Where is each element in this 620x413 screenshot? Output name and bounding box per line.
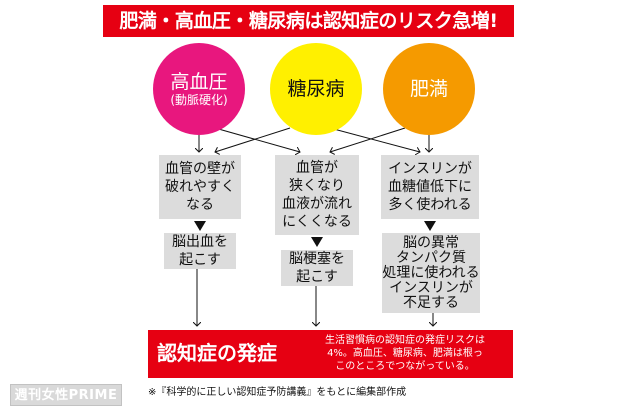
effect-insulin-use: インスリンが 血糖値低下に 多く使われる	[381, 155, 479, 219]
cause-label: 肥満	[409, 78, 448, 100]
effect-line: 血管の壁が	[165, 161, 235, 177]
outcome-line: 不足する	[403, 294, 459, 311]
arrow-diabetes-vessel-wall	[215, 127, 291, 152]
outcome-line: タンパク質	[396, 249, 466, 266]
effect-line: 血糖値低下に	[388, 179, 472, 195]
cause-label: 糖尿病	[287, 78, 345, 100]
triangle-down-icon	[311, 237, 323, 247]
outcome-cerebral-infarction: 脳梗塞を 起こす	[281, 250, 353, 286]
effect-line: 血液が流れ	[282, 196, 352, 212]
cause-label: 高血圧	[170, 71, 228, 93]
result-note-line: このところでつながっている。	[335, 361, 475, 372]
effect-line: にくくなる	[282, 214, 352, 230]
effect-line: インスリンが	[388, 161, 472, 177]
triangle-down-icon	[424, 221, 436, 231]
cause-diabetes: 糖尿病	[270, 43, 362, 135]
arrow-hypertension-narrow	[214, 127, 300, 152]
outcome-line: 脳出血を	[172, 234, 228, 250]
effect-vessel-wall: 血管の壁が 破れやすく なる	[159, 155, 241, 219]
outcome-line: 起こす	[179, 252, 221, 268]
outcome-line: 脳梗塞を	[289, 251, 345, 267]
outcome-line: 処理に使われる	[382, 264, 480, 281]
source-footnote: ※『科学的に正しい認知症予防講義』をもとに編集部作成	[148, 387, 407, 398]
publisher-logo: 週刊女性PRIME	[10, 384, 122, 406]
effect-narrow-vessels: 血管が 狭くなり 血液が流れ にくくなる	[275, 155, 359, 235]
outcome-cerebral-hemorrhage: 脳出血を 起こす	[164, 233, 236, 269]
cause-sublabel: (動脈硬化)	[170, 93, 228, 107]
outcome-insulin-shortage: 脳の異常 タンパク質 処理に使われる インスリンが 不足する	[382, 233, 480, 313]
cause-obesity: 肥満	[383, 43, 475, 135]
effect-line: 破れやすく	[165, 179, 235, 195]
outcome-line: 起こす	[296, 269, 338, 285]
result-note-line: 4%。高血圧、糖尿病、肥満は根っ	[327, 348, 483, 359]
effect-line: 狭くなり	[289, 178, 345, 194]
effect-line: なる	[186, 197, 214, 213]
headline-banner: 肥満・高血圧・糖尿病は認知症のリスク急増!	[103, 5, 514, 37]
outcome-line: 脳の異常	[403, 234, 459, 251]
effect-line: 多く使われる	[388, 197, 472, 213]
arrow-obesity-narrow	[330, 127, 406, 152]
triangle-down-icon	[194, 221, 206, 231]
result-note-line: 生活習慣病の認知症の発症リスクは	[325, 335, 485, 346]
outcome-line: インスリンが	[389, 279, 473, 296]
arrow-diabetes-insulin	[329, 127, 420, 152]
result-box	[148, 330, 513, 378]
result-note: 生活習慣病の認知症の発症リスクは 4%。高血圧、糖尿病、肥満は根っ このところで…	[300, 334, 510, 373]
result-title: 認知症の発症	[157, 341, 277, 365]
effect-line: 血管が	[296, 160, 338, 176]
cause-hypertension: 高血圧 (動脈硬化)	[153, 43, 245, 135]
